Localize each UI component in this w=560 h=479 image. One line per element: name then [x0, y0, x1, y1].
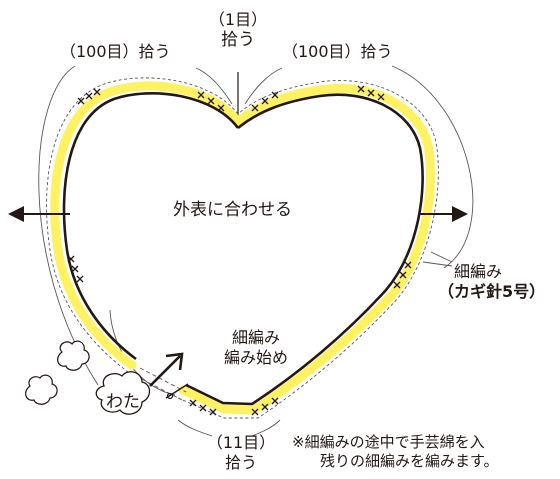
- stitch-mark: [357, 85, 385, 101]
- cotton-cloud-icon: [25, 374, 58, 405]
- cotton-cloud-icon: [57, 340, 90, 371]
- guide-bottom-right: [251, 419, 281, 437]
- stitch-mark: [189, 397, 279, 416]
- label-top-center-action: 拾う: [221, 30, 255, 50]
- heart-outline: [62, 92, 424, 406]
- guide-right-band-b: [422, 261, 453, 267]
- up-right-arrow-icon: [149, 352, 184, 387]
- guide-top-right-inner: [244, 67, 283, 105]
- label-crochet-hook-size: （カギ針5号）: [438, 282, 546, 301]
- label-top-center-count: （1目）: [208, 10, 268, 29]
- stitch-mark: [77, 88, 101, 105]
- label-top-left: （100目）拾う: [60, 42, 171, 61]
- label-center: 外表に合わせる: [173, 200, 292, 220]
- label-start-line2: 編み始め: [223, 348, 288, 367]
- crochet-hook-icon: [165, 383, 189, 400]
- note-line2: 残りの細編みを編みます。: [320, 452, 499, 470]
- label-crochet-stitch: 細編み: [454, 262, 503, 281]
- label-bottom-action: 拾う: [224, 453, 257, 472]
- label-start-line1: 細編み: [231, 328, 280, 347]
- crochet-band: [50, 81, 435, 415]
- guide-top-left-outer: [38, 65, 99, 386]
- guide-top-right-outer: [391, 65, 474, 269]
- dashed-stitch-guide: [46, 77, 439, 419]
- stitch-mark: [251, 91, 279, 112]
- left-arrow-icon: [8, 206, 70, 222]
- cotton-cloud-icon: [95, 371, 151, 415]
- label-bottom-count: （11目）: [206, 433, 276, 452]
- stitch-mark: [197, 91, 225, 112]
- guide-top-left-inner: [195, 67, 233, 105]
- right-arrow-icon: [420, 206, 468, 222]
- stitch-mark: [67, 255, 84, 283]
- opening-dashes: [135, 367, 187, 401]
- guide-bottom-left: [177, 419, 213, 437]
- label-top-right: （100目）拾う: [282, 42, 393, 61]
- guide-right-band-a: [430, 251, 453, 263]
- stitch-marks: [67, 85, 412, 416]
- stitch-mark: [393, 261, 412, 289]
- note-line1: ※細編みの途中で手芸綿を入: [292, 433, 485, 451]
- label-cotton: わた: [106, 391, 140, 412]
